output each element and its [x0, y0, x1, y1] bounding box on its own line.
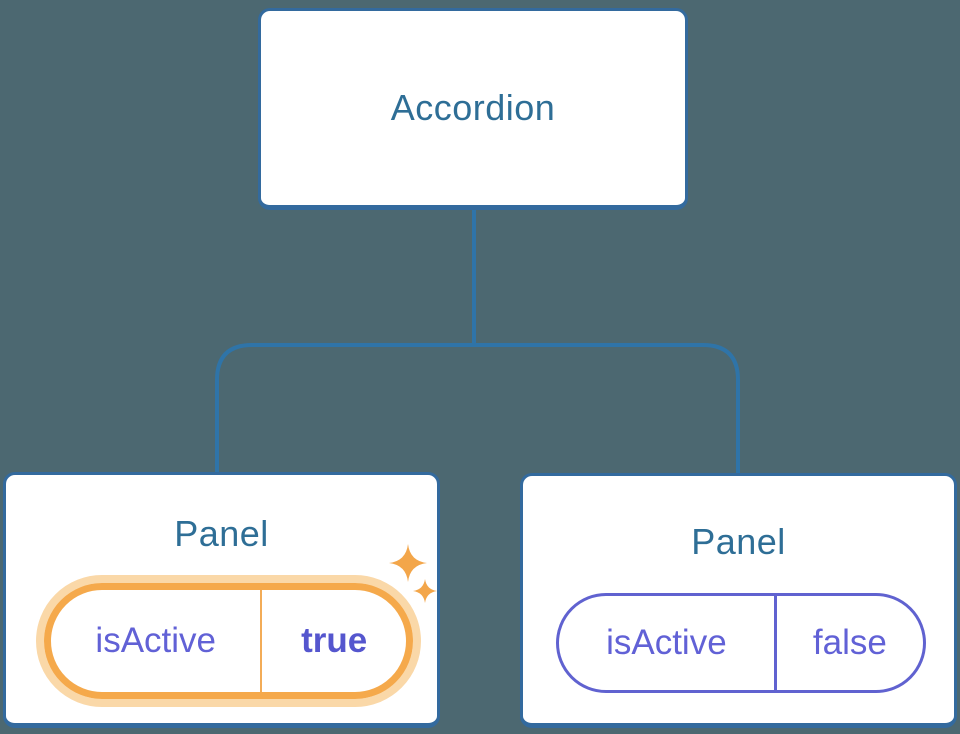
panel-label: Panel — [691, 521, 786, 562]
state-value-label: false — [812, 623, 887, 662]
state-key-label: isActive — [95, 621, 217, 660]
state-key-label: isActive — [606, 623, 727, 662]
connector-branch — [215, 343, 740, 474]
state-value-label: true — [301, 621, 368, 660]
sparkles-icon — [389, 544, 437, 603]
panel-label: Panel — [174, 513, 269, 554]
pill-divider — [773, 596, 777, 690]
sparkle-small-icon — [413, 579, 437, 603]
tree-node-panel-active: Panel isActive true — [3, 472, 440, 728]
pill-divider — [260, 590, 263, 692]
tree-node-panel-inactive: Panel isActive false — [520, 473, 957, 728]
sparkle-large-icon — [389, 544, 427, 582]
state-pill-inactive: isActive false — [556, 593, 926, 693]
state-pill-active: isActive true — [36, 575, 421, 707]
tree-node-accordion: Accordion — [258, 8, 688, 210]
accordion-label: Accordion — [390, 87, 556, 128]
